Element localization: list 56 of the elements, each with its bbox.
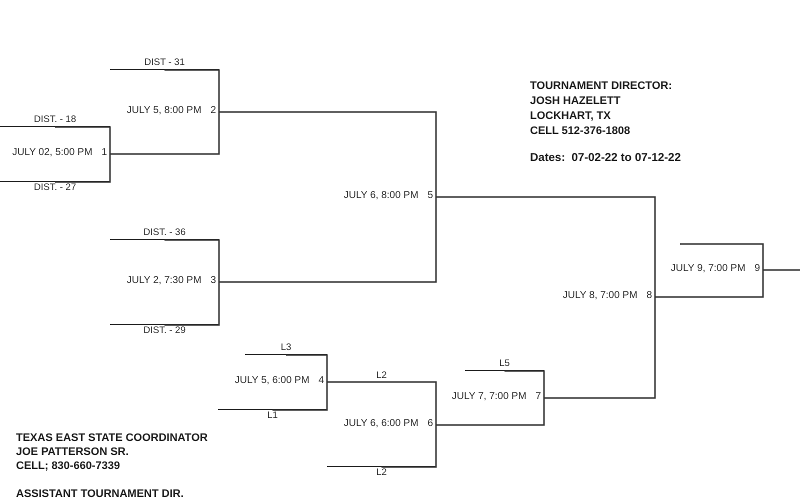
bracket-line <box>164 69 220 112</box>
team-label: DIST. - 27 <box>0 181 110 194</box>
bracket-line <box>763 269 800 271</box>
match-number: 5 <box>427 190 433 201</box>
match-number: 3 <box>210 275 216 286</box>
bracket-line <box>382 425 437 468</box>
match-time: JULY 2, 7:30 PM <box>126 275 202 286</box>
match-time: JULY 5, 8:00 PM <box>126 105 202 116</box>
note-text: ASSISTANT TOURNAMENT DIR. <box>16 488 184 500</box>
team-label: DIST. - 36 <box>110 227 219 240</box>
edge-label: L2 <box>375 370 388 381</box>
bracket-line <box>544 297 656 399</box>
team-label: L3 <box>245 342 327 356</box>
bracket-line <box>436 196 656 297</box>
note-text: CELL 512-376-1808 <box>530 125 630 137</box>
match-number: 4 <box>318 375 324 386</box>
bracket-line <box>327 381 437 425</box>
bracket-line <box>110 112 220 155</box>
bracket-line <box>164 282 220 326</box>
team-label: DIST - 31 <box>110 57 219 70</box>
bracket-line <box>272 382 328 411</box>
team-label: DIST. - 29 <box>110 324 219 338</box>
match-time: JULY 5, 6:00 PM <box>234 375 310 386</box>
bracket-line <box>436 398 545 426</box>
match-number: 9 <box>754 263 760 274</box>
match-number: 8 <box>646 290 652 301</box>
match-number: 1 <box>101 147 107 158</box>
match-time: JULY 8, 7:00 PM <box>562 290 638 301</box>
match-time: JULY 6, 8:00 PM <box>344 190 418 201</box>
note-text: Dates: 07-02-22 to 07-12-22 <box>530 152 681 164</box>
bracket-line <box>164 239 220 282</box>
bracket-line <box>504 370 545 398</box>
bracket-line <box>55 154 111 183</box>
note-text: CELL; 830-660-7339 <box>16 460 120 472</box>
team-label: DIST. - 18 <box>0 114 110 128</box>
match-number: 6 <box>427 418 433 429</box>
match-number: 7 <box>535 391 541 402</box>
note-text: TOURNAMENT DIRECTOR: <box>530 80 672 92</box>
match-number: 2 <box>210 105 216 116</box>
bracket-line <box>286 354 328 382</box>
match-time: JULY 02, 5:00 PM <box>12 147 92 158</box>
bracket-line <box>219 111 437 197</box>
bracket-line <box>655 270 764 298</box>
match-time: JULY 7, 7:00 PM <box>452 391 526 402</box>
team-label: L1 <box>218 409 327 422</box>
match-time: JULY 6, 6:00 PM <box>344 418 418 429</box>
bracket-line <box>55 126 111 154</box>
match-time: JULY 9, 7:00 PM <box>670 263 746 274</box>
team-label: L2 <box>327 466 436 480</box>
bracket-line <box>219 197 437 283</box>
note-text: LOCKHART, TX <box>530 110 611 122</box>
note-text: JOSH HAZELETT <box>530 95 620 107</box>
bracket-line <box>680 243 764 270</box>
note-text: JOE PATTERSON SR. <box>16 446 129 458</box>
team-label: L5 <box>465 358 544 372</box>
note-text: TEXAS EAST STATE COORDINATOR <box>16 432 208 444</box>
